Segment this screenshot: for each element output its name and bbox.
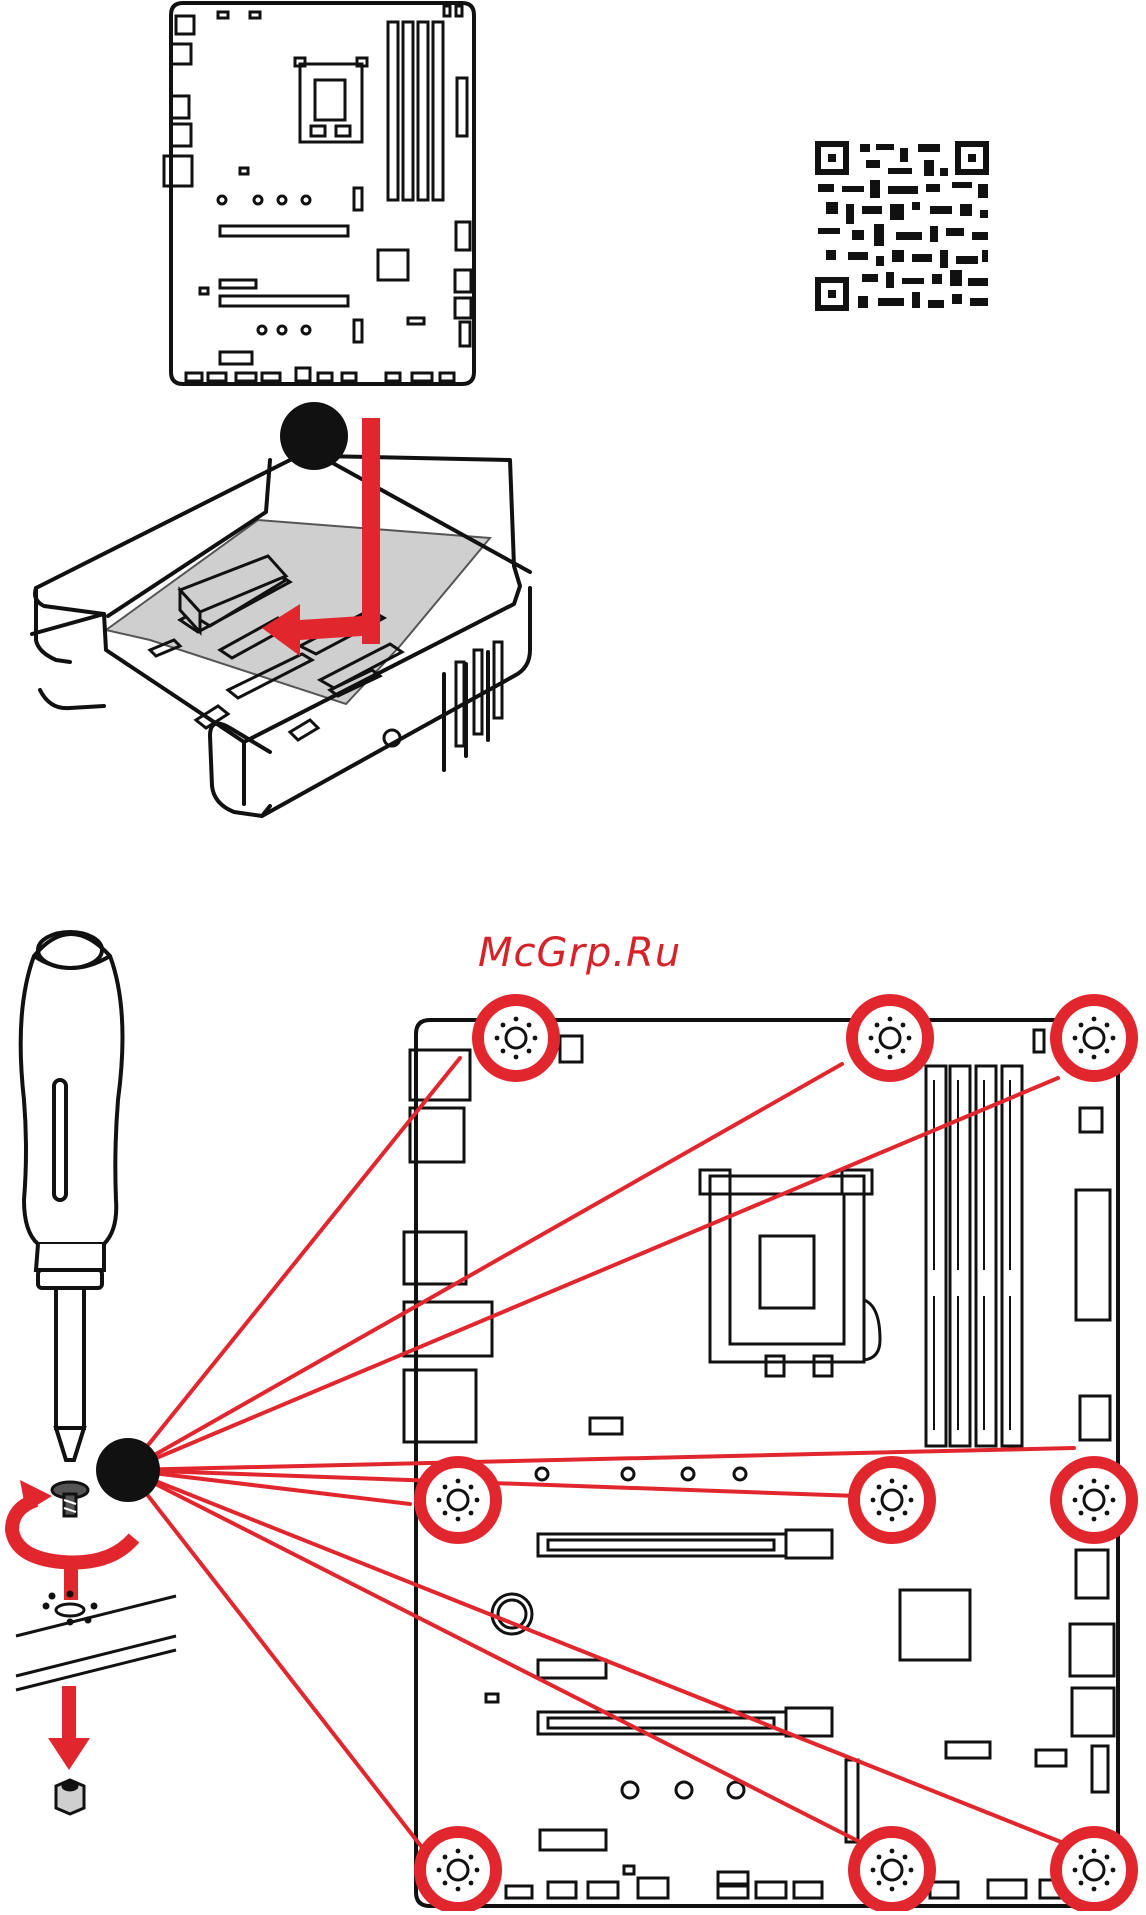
step-marker-dot: [280, 402, 348, 470]
standoff-icon: [56, 1780, 84, 1814]
pointer-lines: [128, 1058, 1074, 1850]
standoff-hole: [16, 1592, 176, 1690]
mounting-hole-icon: [478, 1000, 554, 1076]
screw-icon: [52, 1482, 88, 1516]
qr-code-icon: [812, 140, 1000, 320]
motherboard-top-view: [164, 3, 474, 384]
mounting-hole-icon: [1056, 1832, 1132, 1908]
mounting-hole-icon: [420, 1462, 496, 1538]
down-arrow: [48, 1686, 90, 1770]
step-marker-dot: [96, 1438, 160, 1502]
mounting-hole-icon: [1056, 1000, 1132, 1076]
mounting-hole-icon: [1056, 1462, 1132, 1538]
mounting-hole-icon: [420, 1832, 496, 1908]
mounting-hole-icon: [854, 1832, 930, 1908]
mounting-hole-icon: [854, 1462, 930, 1538]
mounting-hole-icon: [852, 1000, 928, 1076]
watermark-text: McGrp.Ru: [478, 930, 778, 976]
screwdriver-icon: [21, 932, 123, 1460]
